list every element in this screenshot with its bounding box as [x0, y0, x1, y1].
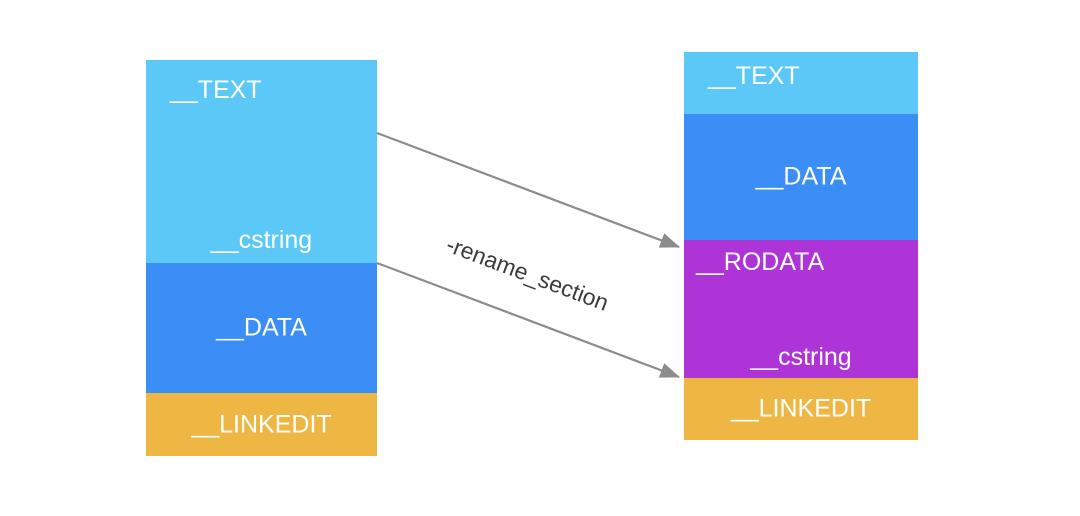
before-segment-text-sublabel-cstring: __cstring — [210, 226, 313, 254]
before-segment-text: __TEXT __cstring — [146, 60, 377, 263]
before-binary-layout: __TEXT __cstring __DATA __LINKEDIT — [146, 60, 377, 456]
before-segment-linkedit: __LINKEDIT — [146, 393, 377, 456]
after-segment-rodata: __RODATA __cstring — [684, 240, 918, 378]
before-segment-data-label: __DATA — [216, 313, 307, 342]
after-segment-rodata-sublabel-cstring: __cstring — [750, 343, 852, 371]
after-segment-text: __TEXT — [684, 52, 918, 114]
after-segment-data-label: __DATA — [755, 162, 847, 191]
arrow-text-to-rodata — [376, 131, 681, 249]
after-segment-linkedit: __LINKEDIT — [684, 378, 918, 440]
before-segment-linkedit-label: __LINKEDIT — [191, 410, 332, 438]
after-segment-text-label: __TEXT — [708, 62, 800, 90]
after-binary-layout: __TEXT __DATA __RODATA __cstring __LINKE… — [684, 52, 918, 440]
after-segment-data: __DATA — [684, 114, 918, 240]
after-segment-linkedit-label: __LINKEDIT — [730, 394, 872, 423]
before-segment-data: __DATA — [146, 263, 377, 393]
operation-label: -rename_section — [442, 231, 613, 316]
before-segment-text-label: __TEXT — [170, 76, 262, 104]
after-segment-rodata-label: __RODATA — [696, 248, 825, 276]
